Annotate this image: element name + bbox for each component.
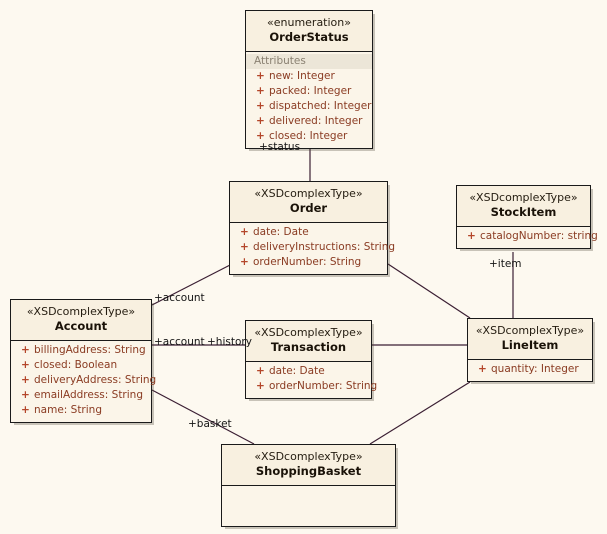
class-name: Order xyxy=(289,201,328,215)
attribute-row: + closed: Boolean xyxy=(11,358,151,373)
visibility-marker: + xyxy=(21,389,30,401)
class-header-lineitem: «XSDcomplexType» LineItem xyxy=(468,319,592,360)
class-box-orderstatus[interactable]: «enumeration» OrderStatus Attributes + ne… xyxy=(245,10,373,149)
edge-label-basket: +basket xyxy=(188,418,232,430)
attribute-text: deliveryInstructions: String xyxy=(253,241,396,253)
class-box-shoppingbasket[interactable]: «XSDcomplexType» ShoppingBasket xyxy=(221,444,396,527)
attribute-text: orderNumber: String xyxy=(269,380,378,392)
class-stereotype: «XSDcomplexType» xyxy=(475,324,585,337)
attribute-text: emailAddress: String xyxy=(34,389,143,401)
attribute-text: packed: Integer xyxy=(269,85,352,97)
attribute-row: + delivered: Integer xyxy=(246,114,372,129)
class-name: OrderStatus xyxy=(269,30,349,44)
attribute-row: + date: Date xyxy=(246,364,371,379)
edge-label-account-lower: +account xyxy=(154,336,205,348)
class-header-order: «XSDcomplexType» Order xyxy=(230,182,387,223)
class-header-stockitem: «XSDcomplexType» StockItem xyxy=(457,186,590,227)
visibility-marker: + xyxy=(256,70,265,82)
class-box-stockitem[interactable]: «XSDcomplexType» StockItem + catalogNumbe… xyxy=(456,185,598,249)
class-name: LineItem xyxy=(501,338,559,352)
class-name: Transaction xyxy=(270,340,347,354)
visibility-marker: + xyxy=(240,226,249,238)
attributes-section-label: Attributes xyxy=(246,54,372,69)
visibility-marker: + xyxy=(21,344,30,356)
attributes-compartment-stockitem: + catalogNumber: string xyxy=(457,227,598,248)
attribute-text: date: Date xyxy=(253,226,309,238)
visibility-marker: + xyxy=(256,130,265,142)
attribute-row: + new: Integer xyxy=(246,69,372,84)
attribute-row: + catalogNumber: string xyxy=(457,229,598,244)
attribute-text: quantity: Integer xyxy=(491,363,579,375)
attributes-compartment-transaction: + date: Date + orderNumber: String xyxy=(246,362,377,398)
visibility-marker: + xyxy=(256,365,265,377)
visibility-marker: + xyxy=(256,380,265,392)
class-stereotype: «XSDcomplexType» xyxy=(254,450,363,463)
class-box-account[interactable]: «XSDcomplexType» Account + billingAddress… xyxy=(10,299,156,423)
class-box-transaction[interactable]: «XSDcomplexType» Transaction + date: Date… xyxy=(245,320,377,399)
attribute-text: billingAddress: String xyxy=(34,344,146,356)
class-header-account: «XSDcomplexType» Account xyxy=(11,300,151,341)
visibility-marker: + xyxy=(240,256,249,268)
attribute-row: + orderNumber: String xyxy=(230,255,387,270)
attribute-row: + deliveryAddress: String xyxy=(11,373,156,388)
visibility-marker: + xyxy=(478,363,487,375)
attribute-row: + quantity: Integer xyxy=(468,362,592,377)
visibility-marker: + xyxy=(256,100,265,112)
visibility-marker: + xyxy=(467,230,476,242)
connector-lineitem-shoppingbasket xyxy=(369,381,471,445)
attributes-compartment-order: + date: Date + deliveryInstructions: Strin… xyxy=(230,223,395,274)
attribute-text: closed: Integer xyxy=(269,130,348,142)
attribute-row: + dispatched: Integer xyxy=(246,99,372,114)
class-stereotype: «XSDcomplexType» xyxy=(26,305,136,318)
edge-label-history: +history xyxy=(207,336,252,348)
visibility-marker: + xyxy=(21,404,30,416)
attribute-text: dispatched: Integer xyxy=(269,100,372,112)
attributes-compartment-account: + billingAddress: String + closed: Boolean… xyxy=(11,341,156,422)
class-header-shoppingbasket: «XSDcomplexType» ShoppingBasket xyxy=(222,445,395,486)
attribute-text: date: Date xyxy=(269,365,325,377)
attribute-row: + packed: Integer xyxy=(246,84,372,99)
attribute-text: orderNumber: String xyxy=(253,256,362,268)
class-header-transaction: «XSDcomplexType» Transaction xyxy=(246,321,371,362)
attribute-row: + name: String xyxy=(11,403,151,418)
class-stereotype: «enumeration» xyxy=(267,16,351,29)
connector-account-shoppingbasket xyxy=(151,389,255,445)
class-name: ShoppingBasket xyxy=(255,464,362,478)
attributes-compartment-shoppingbasket xyxy=(222,486,395,526)
attribute-row: + date: Date xyxy=(230,225,387,240)
class-stereotype: «XSDcomplexType» xyxy=(254,187,363,200)
attributes-compartment-orderstatus: Attributes + new: Integer + packed: Intege… xyxy=(246,52,372,148)
class-header-orderstatus: «enumeration» OrderStatus xyxy=(246,11,372,52)
visibility-marker: + xyxy=(256,85,265,97)
class-name: Account xyxy=(54,319,108,333)
connector-order-lineitem xyxy=(387,263,471,319)
edge-label-item: +item xyxy=(489,258,522,270)
attribute-text: delivered: Integer xyxy=(269,115,363,127)
visibility-marker: + xyxy=(21,359,30,371)
attribute-row: + emailAddress: String xyxy=(11,388,151,403)
attribute-text: catalogNumber: string xyxy=(480,230,598,242)
edge-label-account-upper: +account xyxy=(154,292,205,304)
edge-label-status: +status xyxy=(259,141,301,153)
visibility-marker: + xyxy=(21,374,30,386)
attribute-text: new: Integer xyxy=(269,70,335,82)
class-box-order[interactable]: «XSDcomplexType» Order + date: Date + deli… xyxy=(229,181,395,275)
class-stereotype: «XSDcomplexType» xyxy=(469,191,578,204)
class-name: StockItem xyxy=(490,205,557,219)
attribute-row: + billingAddress: String xyxy=(11,343,151,358)
attribute-text: closed: Boolean xyxy=(34,359,118,371)
attribute-text: deliveryAddress: String xyxy=(34,374,157,386)
attribute-row: + closed: Integer xyxy=(246,129,372,144)
attributes-compartment-lineitem: + quantity: Integer xyxy=(468,360,592,381)
class-box-lineitem[interactable]: «XSDcomplexType» LineItem + quantity: Int… xyxy=(467,318,593,382)
attribute-text: name: String xyxy=(34,404,102,416)
visibility-marker: + xyxy=(240,241,249,253)
visibility-marker: + xyxy=(256,115,265,127)
attribute-row: + orderNumber: String xyxy=(246,379,377,394)
attribute-row: + deliveryInstructions: String xyxy=(230,240,395,255)
class-stereotype: «XSDcomplexType» xyxy=(254,326,363,339)
